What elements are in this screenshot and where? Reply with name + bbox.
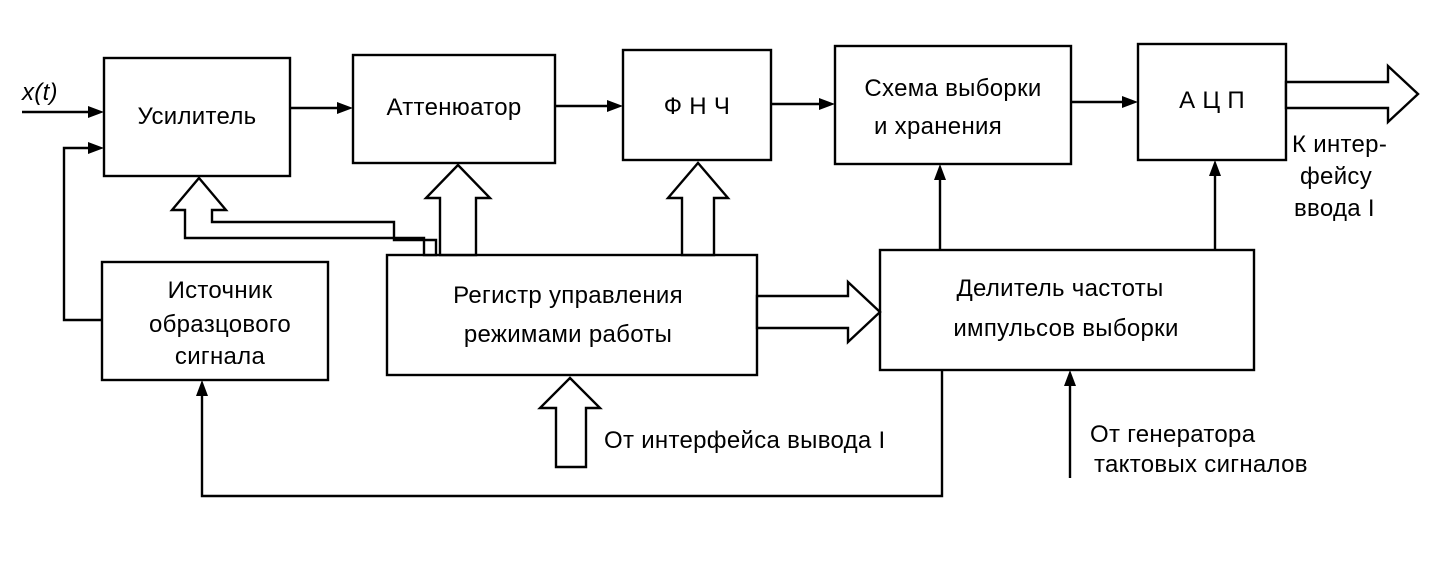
reference-source-block: Источник образцового сигнала xyxy=(100,260,330,382)
mode-register-label-1: Регистр управления xyxy=(453,282,683,309)
attenuator-to-lpf-arrowhead xyxy=(607,100,623,112)
adc-output-bus-arrow xyxy=(1284,63,1420,125)
sample-hold-to-adc-arrowhead xyxy=(1122,96,1138,108)
interface-to-register-bus-arrow xyxy=(537,376,603,469)
register-to-divider-bus-arrow xyxy=(755,279,882,345)
amp-to-attenuator-arrowhead xyxy=(337,102,353,114)
reference-to-amp-line xyxy=(62,146,102,322)
reference-to-amp-arrowhead xyxy=(88,142,104,154)
output-label-3: ввода I xyxy=(1294,195,1375,222)
adc-label: А Ц П xyxy=(1179,87,1245,114)
amplifier-block: Усилитель xyxy=(102,56,292,178)
divider-to-adc-arrowhead xyxy=(1209,160,1221,176)
freq-divider-block: Делитель частоты импульсов выборки xyxy=(878,248,1256,372)
divider-to-sample-hold-arrowhead xyxy=(934,164,946,180)
mode-register-block: Регистр управления режимами работы xyxy=(385,253,759,377)
attenuator-block: Аттенюатор xyxy=(351,53,557,165)
sample-hold-block: Схема выборки и хранения xyxy=(833,44,1073,166)
mode-register-label-2: режимами работы xyxy=(464,321,672,348)
from-clock-label-1: От генератора xyxy=(1090,421,1256,448)
divider-to-reference-arrowhead xyxy=(196,380,208,396)
lpf-to-sample-hold-arrowhead xyxy=(819,98,835,110)
input-arrowhead xyxy=(88,106,104,118)
clock-to-divider-arrowhead xyxy=(1064,370,1076,386)
freq-divider-label-2: импульсов выборки xyxy=(953,315,1178,342)
attenuator-label: Аттенюатор xyxy=(386,94,521,121)
register-to-lpf-bus-arrow xyxy=(665,161,731,257)
reference-source-label-1: Источник xyxy=(168,277,273,304)
register-to-amp-bus-arrow xyxy=(169,176,438,257)
lpf-block: Ф Н Ч xyxy=(621,48,773,162)
register-to-attenuator-bus-arrow xyxy=(423,163,493,257)
adc-block: А Ц П xyxy=(1136,42,1288,162)
divider-to-reference-line xyxy=(200,370,944,498)
lpf-label: Ф Н Ч xyxy=(664,93,730,120)
amplifier-label: Усилитель xyxy=(138,103,257,130)
from-output-interface-label: От интерфейса вывода I xyxy=(604,427,886,454)
sample-hold-label-2: и хранения xyxy=(874,113,1002,140)
output-label-2: фейсу xyxy=(1300,163,1372,190)
reference-source-label-3: сигнала xyxy=(175,343,266,370)
sample-hold-label-1: Схема выборки xyxy=(864,75,1041,102)
freq-divider-label-1: Делитель частоты xyxy=(956,275,1163,302)
output-label-1: К интер- xyxy=(1292,131,1387,158)
from-clock-label-2: тактовых сигналов xyxy=(1094,451,1308,478)
input-signal-label: x(t) xyxy=(21,79,58,106)
reference-source-label-2: образцового xyxy=(149,311,291,338)
